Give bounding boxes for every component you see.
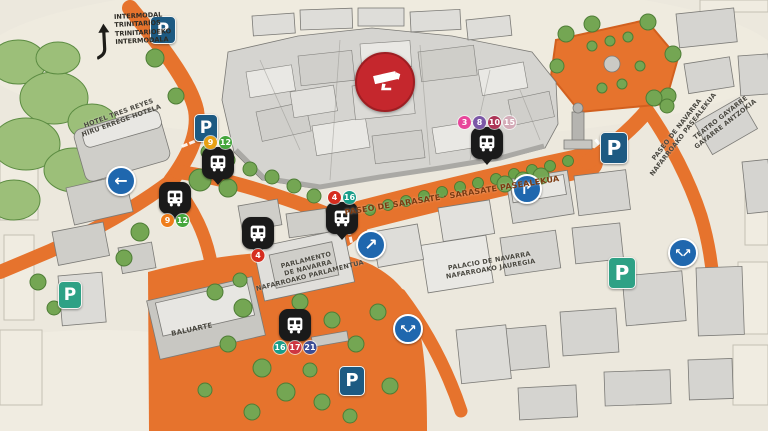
bus-line-badge: 16 xyxy=(343,191,356,204)
fork-arrow-icon: ↖↗ xyxy=(674,246,691,260)
bus-line-badge: 8 xyxy=(473,116,486,129)
bus-line-badge: 21 xyxy=(303,341,317,354)
traffic-sign-turn-left: ← xyxy=(106,166,136,196)
traffic-sign-turn-right: ↱ xyxy=(512,174,542,204)
bus-line-badge: 3 xyxy=(458,116,471,129)
bus-line-badge: 9 xyxy=(204,136,217,149)
cctv-camera-glyph xyxy=(372,70,401,91)
turn-right-arrow-icon: ↱ xyxy=(520,179,534,198)
map-label-baluarte: BALUARTE xyxy=(171,321,214,338)
bus-glyph xyxy=(334,210,350,227)
intermodal-note-line: INTERMODALA xyxy=(115,35,169,47)
bus-line-badges: 4 xyxy=(251,249,265,262)
turn-left-arrow-icon: ← xyxy=(114,171,128,190)
bus-line-badge: 4 xyxy=(328,191,341,204)
intermodal-direction-arrow-icon xyxy=(96,23,110,60)
parking-sign-blue[interactable]: P xyxy=(150,16,176,44)
parking-sign-teal[interactable]: P xyxy=(58,281,82,309)
bus-stop-icon xyxy=(159,182,191,214)
bus-line-badge: 15 xyxy=(503,116,516,129)
bus-stop-icon xyxy=(471,127,503,159)
traffic-camera-sign xyxy=(355,52,415,112)
parking-sign-blue[interactable]: P xyxy=(339,366,365,396)
bus-line-badge: 4 xyxy=(251,249,265,262)
bear-right-arrow-icon: ↗ xyxy=(364,235,378,254)
bus-line-badge: 12 xyxy=(176,214,189,227)
teatro-gayarre-building xyxy=(693,96,759,156)
bus-line-badge: 12 xyxy=(219,136,232,149)
bus-stop-icon xyxy=(279,309,311,341)
bus-glyph xyxy=(287,317,303,334)
traffic-sign-fork: ↖↗ xyxy=(393,314,423,344)
traffic-sign-fork: ↖↗ xyxy=(668,238,698,268)
bus-glyph xyxy=(250,225,266,242)
parking-sign-teal[interactable]: P xyxy=(608,257,636,289)
bus-line-badge: 16 xyxy=(273,341,287,354)
map-label-line: BALUARTE xyxy=(170,321,214,338)
trees xyxy=(29,13,682,424)
traffic-sign-bear-right: ↗ xyxy=(356,230,386,260)
bus-stop-icon xyxy=(202,147,234,179)
plaza-kiosk xyxy=(603,55,621,73)
bus-line-badge: 17 xyxy=(288,341,302,354)
bus-stop-icon xyxy=(242,217,274,249)
bus-glyph xyxy=(210,155,226,172)
bus-line-badge: 9 xyxy=(161,214,174,227)
bus-glyph xyxy=(479,135,495,152)
fueros-monument xyxy=(563,102,593,150)
bus-line-badge: 10 xyxy=(488,116,501,129)
fork-arrow-icon: ↖↗ xyxy=(399,322,416,336)
parking-sign-blue[interactable]: P xyxy=(600,132,628,164)
bus-glyph xyxy=(167,190,183,207)
bus-stop-icon xyxy=(326,202,358,234)
